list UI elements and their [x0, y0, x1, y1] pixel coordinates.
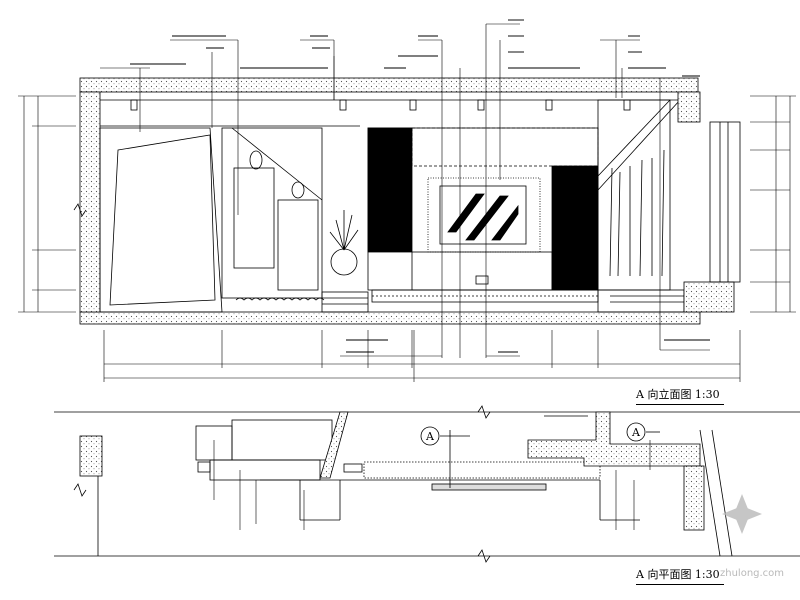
- break-mark-bottom: [477, 549, 491, 563]
- niche-diagonal: [231, 127, 323, 201]
- illegible-annotation-marks: [130, 19, 710, 353]
- display-niche: [221, 127, 323, 299]
- window-frame: [677, 91, 701, 123]
- dark-panel-left: [367, 127, 413, 253]
- vase-1: [249, 150, 263, 170]
- window-glass: [709, 121, 741, 283]
- tv-screen: [439, 185, 527, 245]
- elevation-title: A 向立面图 1:30: [636, 386, 724, 405]
- plan-wall-angled: [319, 411, 349, 479]
- plan-left-column: [79, 435, 103, 477]
- tv-screen-reflections: [447, 193, 519, 241]
- ceiling-slab: [79, 77, 699, 93]
- plan-cabinet-3: [209, 459, 321, 481]
- curtain-lines: [609, 149, 665, 277]
- plan-right-column: [683, 465, 705, 531]
- plan-cabinet-2: [231, 419, 333, 461]
- step-left: [321, 291, 369, 313]
- break-mark-plan-left: [73, 483, 87, 497]
- break-mark-top: [477, 405, 491, 419]
- section-marker-circle-1: [420, 426, 440, 446]
- elevation-view: [18, 19, 796, 382]
- tv-upper-recess: [411, 127, 599, 167]
- left-angled-panel: [99, 127, 223, 313]
- section-marker-label-2: A: [631, 426, 641, 439]
- left-wall: [79, 91, 101, 313]
- dimension-lines-left: [18, 95, 76, 313]
- pebble-strip: [235, 297, 325, 301]
- annotation-leaders: [100, 23, 710, 358]
- ceiling-spotlights: [130, 99, 631, 111]
- right-cabinet: [597, 99, 671, 291]
- niche-shelf-right: [277, 199, 319, 291]
- step-right: [597, 289, 685, 313]
- vase-2: [291, 181, 305, 199]
- break-mark-left: [73, 203, 87, 217]
- zhulong-logo-icon: [722, 494, 762, 534]
- plan-dimension-lines: [213, 440, 651, 530]
- dimension-lines-bottom: [103, 330, 741, 382]
- dimension-lines-right: [750, 95, 796, 313]
- plan-small-block: [197, 461, 211, 473]
- tv-frame-outer: [427, 177, 541, 253]
- plan-view: [54, 405, 800, 563]
- section-marker-label-1: A: [425, 430, 435, 443]
- window-sill: [683, 281, 735, 313]
- dark-panel-right: [551, 165, 599, 291]
- plan-right-wall: [527, 411, 701, 467]
- plan-tv-base: [431, 483, 547, 491]
- tv-cabinet: [411, 251, 553, 291]
- plan-tv-strip: [363, 461, 601, 479]
- floor-slab: [79, 311, 701, 325]
- watermark-text: zhulong.com: [720, 568, 785, 579]
- section-marker-circle-2: [626, 422, 646, 442]
- niche-shelf-left: [233, 167, 275, 269]
- plant-decoration: [329, 210, 359, 276]
- left-angled-panel-inner: [109, 134, 216, 306]
- plan-title: A 向平面图 1:30: [636, 566, 724, 585]
